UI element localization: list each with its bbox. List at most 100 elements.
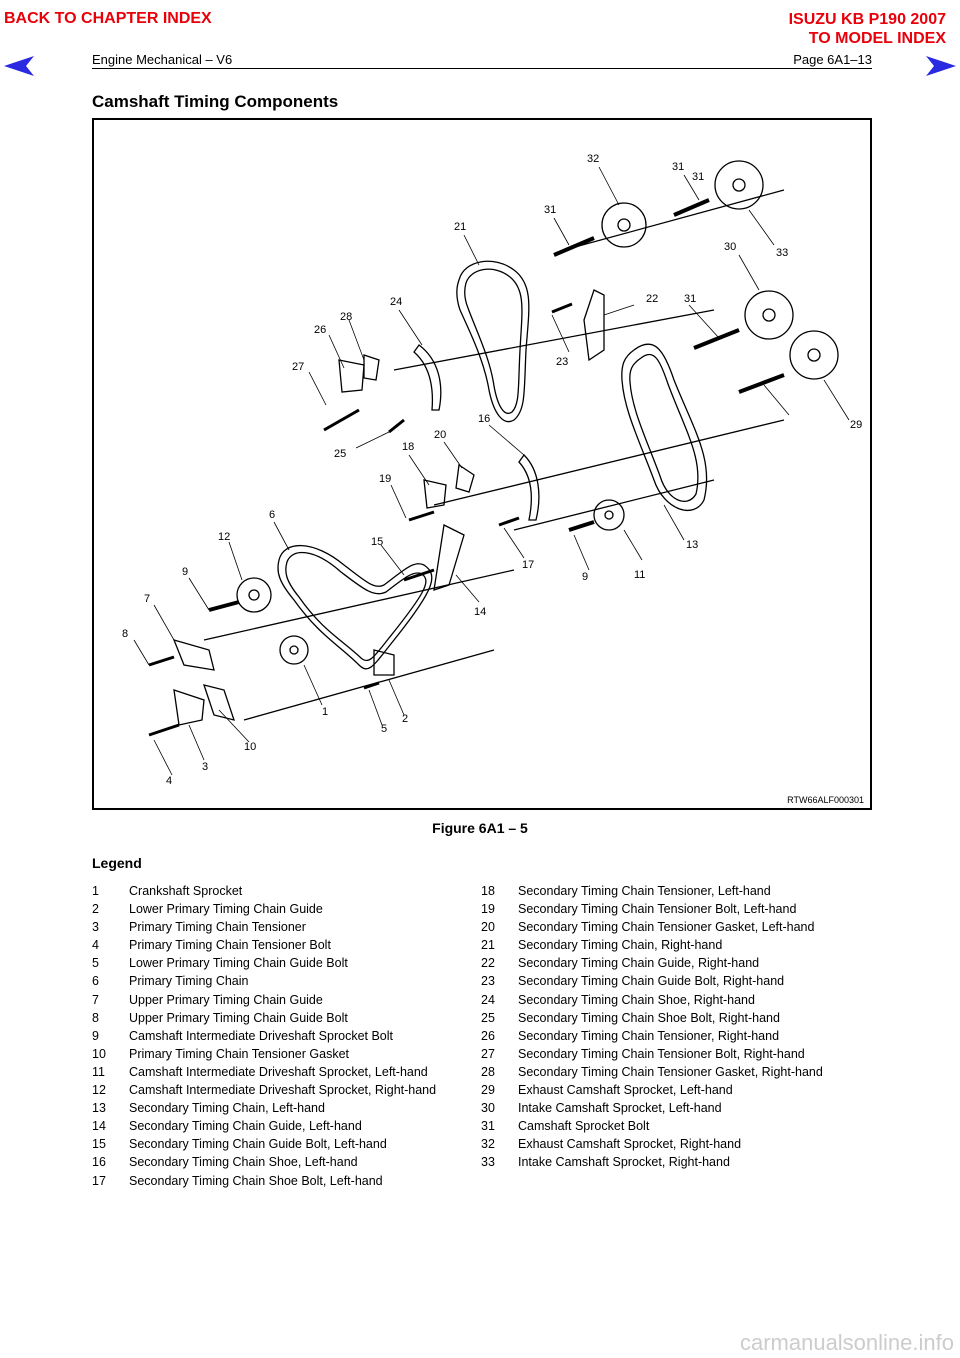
- callout-label: 18: [402, 441, 414, 453]
- legend-item-number: 9: [92, 1028, 99, 1043]
- header-divider: [92, 68, 872, 69]
- callout-label: 15: [371, 536, 383, 548]
- page-title: Camshaft Timing Components: [92, 92, 339, 111]
- legend-item-text: Secondary Timing Chain, Right-hand: [518, 938, 723, 953]
- legend-item-number: 25: [481, 1010, 495, 1025]
- legend-item-text: Secondary Timing Chain, Left-hand: [129, 1101, 325, 1116]
- callout-label: 23: [556, 356, 568, 368]
- footer-watermark: carmanualsonline.info: [739, 1330, 954, 1355]
- legend-item-number: 6: [92, 974, 99, 989]
- legend-item: 28 Secondary Timing Chain Tensioner Gaske…: [481, 1065, 823, 1083]
- legend-item: 2 Lower Primary Timing Chain Guide: [92, 902, 436, 920]
- callout-label: 19: [379, 473, 391, 485]
- legend-item-text: Lower Primary Timing Chain Guide: [129, 902, 323, 917]
- legend-item-text: Camshaft Intermediate Driveshaft Sprocke…: [129, 1028, 394, 1043]
- timing-components-illustration: 3231313321303122242826232731291620251819…: [122, 153, 862, 787]
- legend-item-text: Intake Camshaft Sprocket, Left-hand: [518, 1101, 722, 1116]
- legend-item-text: Secondary Timing Chain Tensioner, Right-…: [518, 1028, 780, 1043]
- legend-column-right: 18 Secondary Timing Chain Tensioner, Left…: [481, 884, 823, 1174]
- legend-item-text: Primary Timing Chain Tensioner Gasket: [129, 1046, 349, 1061]
- legend-item-number: 12: [92, 1083, 106, 1098]
- legend-item-number: 13: [92, 1101, 106, 1116]
- callout-label: 30: [724, 241, 736, 253]
- to-model-index-link[interactable]: ISUZU KB P190 2007 TO MODEL INDEX: [789, 10, 946, 48]
- figure-code: RTW66ALF000301: [787, 795, 864, 805]
- legend-item-text: Secondary Timing Chain Shoe Bolt, Left-h…: [129, 1173, 383, 1188]
- legend-item-text: Primary Timing Chain Tensioner: [129, 920, 306, 935]
- legend-item: 11 Camshaft Intermediate Driveshaft Sproc…: [92, 1065, 436, 1083]
- legend-item: 13 Secondary Timing Chain, Left-hand: [92, 1101, 436, 1119]
- callout-label: 3: [202, 761, 208, 773]
- legend-item: 17 Secondary Timing Chain Shoe Bolt, Left…: [92, 1174, 436, 1192]
- legend-item-text: Secondary Timing Chain Guide, Left-hand: [129, 1119, 362, 1134]
- legend-item-number: 29: [481, 1083, 495, 1098]
- legend-item-text: Secondary Timing Chain Tensioner, Left-h…: [518, 884, 771, 898]
- model-title: ISUZU KB P190 2007: [788, 11, 946, 28]
- legend-item-text: Lower Primary Timing Chain Guide Bolt: [129, 956, 348, 971]
- legend-item-number: 24: [481, 992, 495, 1007]
- legend-item-number: 31: [481, 1119, 495, 1134]
- legend-item-number: 11: [92, 1064, 105, 1079]
- legend-item-text: Secondary Timing Chain Shoe Bolt, Right-…: [518, 1010, 780, 1025]
- legend-item-text: Camshaft Intermediate Driveshaft Sprocke…: [129, 1064, 428, 1079]
- callout-label: 24: [390, 296, 402, 308]
- legend-item-text: Primary Timing Chain: [129, 974, 249, 989]
- legend-item-number: 28: [481, 1064, 495, 1079]
- back-to-chapter-index-link[interactable]: BACK TO CHAPTER INDEX: [4, 10, 212, 27]
- legend-item-number: 20: [481, 920, 495, 935]
- legend-item-number: 32: [481, 1137, 495, 1152]
- legend-item-text: Camshaft Sprocket Bolt: [518, 1119, 650, 1134]
- legend-item-number: 27: [481, 1046, 495, 1061]
- arrow-left-icon[interactable]: [4, 56, 34, 76]
- legend-item: 31 Camshaft Sprocket Bolt: [481, 1119, 823, 1137]
- callout-label: 16: [478, 413, 490, 425]
- legend-item-number: 14: [92, 1119, 106, 1134]
- arrow-right-icon[interactable]: [926, 56, 956, 76]
- legend-item-number: 17: [92, 1173, 106, 1188]
- callout-label: 12: [218, 531, 230, 543]
- legend-item: 12 Camshaft Intermediate Driveshaft Sproc…: [92, 1083, 436, 1101]
- callout-label: 5: [381, 723, 387, 735]
- callout-label: 13: [686, 539, 698, 551]
- callout-label: 31: [672, 161, 684, 173]
- legend-item-text: Secondary Timing Chain Tensioner Bolt, L…: [518, 902, 797, 917]
- legend-item: 25 Secondary Timing Chain Shoe Bolt, Righ…: [481, 1011, 823, 1029]
- legend-item-text: Primary Timing Chain Tensioner Bolt: [129, 938, 331, 953]
- legend-item: 21 Secondary Timing Chain, Right-hand: [481, 938, 823, 956]
- legend-item-number: 1: [92, 884, 99, 898]
- callout-label: 9: [182, 566, 188, 578]
- legend-item-text: Secondary Timing Chain Tensioner Gasket,…: [518, 1064, 823, 1079]
- model-index-label[interactable]: TO MODEL INDEX: [808, 30, 946, 47]
- callout-label: 9: [582, 571, 588, 583]
- callout-label: 7: [144, 593, 150, 605]
- legend-item-text: Camshaft Intermediate Driveshaft Sprocke…: [129, 1083, 437, 1098]
- legend-item-number: 30: [481, 1101, 495, 1116]
- legend-item: 6 Primary Timing Chain: [92, 974, 436, 992]
- legend-item-text: Exhaust Camshaft Sprocket, Left-hand: [518, 1083, 733, 1098]
- callout-label: 28: [340, 311, 352, 323]
- callout-label: 20: [434, 429, 446, 441]
- callout-label: 6: [269, 509, 275, 521]
- legend-item-text: Intake Camshaft Sprocket, Right-hand: [518, 1155, 730, 1170]
- legend-item-number: 18: [481, 884, 495, 898]
- callout-label: 22: [646, 293, 658, 305]
- callout-label: 31: [684, 293, 696, 305]
- legend-item-number: 2: [92, 902, 99, 917]
- callout-label: 29: [850, 419, 862, 431]
- figure-caption: Figure 6A1 – 5: [432, 820, 528, 836]
- legend-item-number: 21: [481, 938, 495, 953]
